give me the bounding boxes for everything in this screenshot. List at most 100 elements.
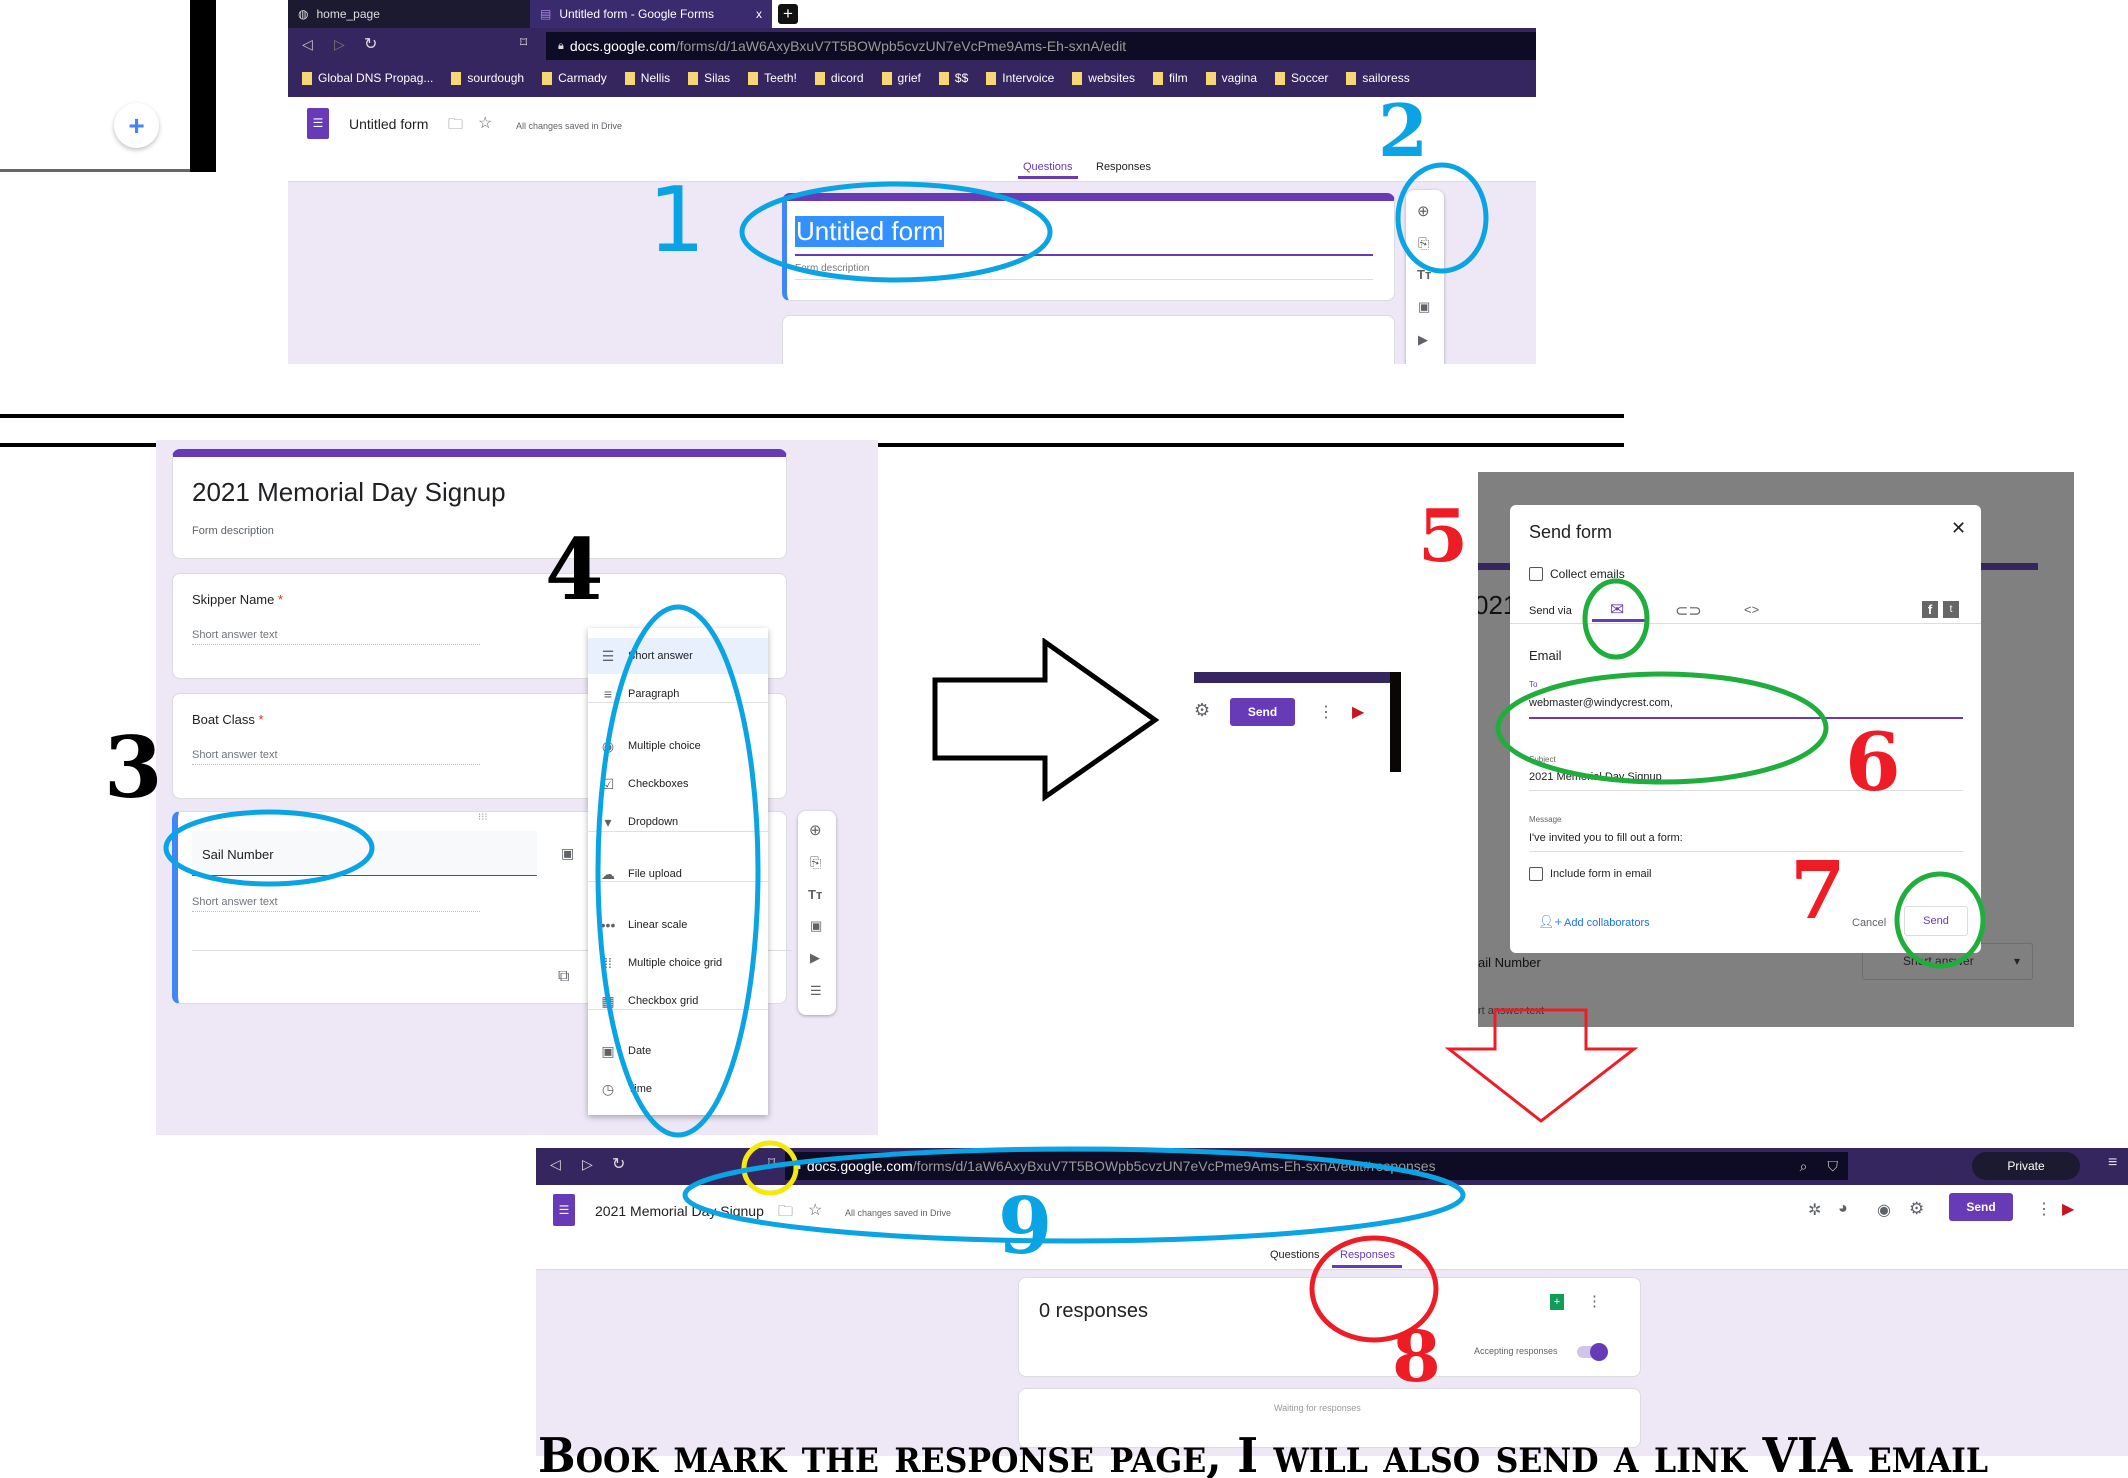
bookmark-icon[interactable]: ⌑: [520, 34, 528, 50]
add-image-icon[interactable]: ▣: [810, 918, 823, 933]
form-title[interactable]: 2021 Memorial Day Signup: [192, 477, 506, 507]
add-title-icon[interactable]: Tт: [808, 887, 823, 902]
settings-icon[interactable]: ⚙: [1909, 1199, 1925, 1218]
add-image-icon[interactable]: ▣: [1418, 299, 1431, 314]
bookmark-icon[interactable]: ⌑: [768, 1154, 776, 1170]
bookmark-item[interactable]: Global DNS Propag...: [302, 71, 433, 85]
bookmark-item[interactable]: dicord: [814, 71, 864, 85]
menu-item-checkboxes[interactable]: ☑Checkboxes: [588, 766, 768, 802]
menu-item-paragraph[interactable]: ≡Paragraph: [588, 676, 768, 712]
add-title-icon[interactable]: Tт: [1417, 267, 1432, 282]
import-questions-icon[interactable]: ⎘: [810, 854, 822, 870]
menu-item-date[interactable]: ▣Date: [588, 1033, 768, 1069]
menu-item-multiple-choice-grid[interactable]: ⁞⁞Multiple choice grid: [588, 945, 768, 981]
star-icon[interactable]: ☆: [808, 1202, 823, 1219]
collect-emails-checkbox[interactable]: [1529, 567, 1543, 581]
doc-title[interactable]: 2021 Memorial Day Signup: [595, 1203, 764, 1219]
drag-handle-icon[interactable]: ⁝⁝⁝: [478, 812, 488, 823]
to-input[interactable]: webmaster@windycrest.com,: [1529, 697, 1673, 709]
add-video-icon[interactable]: ▶: [810, 950, 820, 965]
reload-icon[interactable]: ↻: [364, 36, 378, 53]
folder-icon[interactable]: 🗀: [448, 116, 464, 133]
tab-responses[interactable]: Responses: [1096, 161, 1152, 173]
folder-icon[interactable]: 🗀: [778, 1203, 794, 1220]
brave-shield-icon[interactable]: ⛉: [1827, 1157, 1839, 1174]
include-form-checkbox[interactable]: [1529, 867, 1543, 881]
forward-icon[interactable]: ▷: [582, 1156, 593, 1172]
tab-home-page[interactable]: ◍home_page: [288, 0, 530, 28]
form-title-input[interactable]: Untitled form: [795, 216, 945, 247]
tab-questions[interactable]: Questions: [1270, 1249, 1320, 1261]
menu-item-linear-scale[interactable]: •••Linear scale: [588, 907, 768, 943]
question-title-input[interactable]: Sail Number: [192, 831, 537, 876]
message-input[interactable]: I've invited you to fill out a form:: [1529, 832, 1683, 844]
doc-title[interactable]: Untitled form: [349, 116, 429, 132]
twitter-icon[interactable]: t: [1943, 601, 1959, 618]
back-icon[interactable]: ◁: [302, 36, 313, 52]
bookmark-item[interactable]: sailoress: [1346, 71, 1410, 85]
browser-menu-icon[interactable]: ≡: [2108, 1154, 2118, 1171]
bookmark-item[interactable]: Nellis: [624, 71, 670, 85]
cancel-button[interactable]: Cancel: [1852, 917, 1887, 929]
accepting-responses-toggle[interactable]: [1577, 1343, 1608, 1361]
tab-responses[interactable]: Responses: [1340, 1249, 1396, 1261]
address-bar[interactable]: 🔒︎ docs.google.com/forms/d/1aW6AxyBxuV7T…: [546, 32, 1536, 60]
subject-input[interactable]: 2021 Memorial Day Signup: [1529, 771, 1662, 783]
bookmark-item[interactable]: film: [1152, 71, 1188, 85]
close-icon[interactable]: ✕: [1951, 518, 1967, 538]
add-fab[interactable]: +: [114, 103, 159, 148]
address-bar[interactable]: 🔒︎ docs.google.com/forms/d/1aW6AxyBxuV7T…: [785, 1152, 1848, 1180]
image-icon[interactable]: ▣: [561, 845, 575, 861]
form-description[interactable]: Form description: [192, 525, 274, 537]
more-options-icon[interactable]: ⋮: [1587, 1293, 1602, 1310]
bookmark-item[interactable]: Silas: [688, 71, 730, 85]
preview-eye-icon[interactable]: ◉: [1877, 1202, 1891, 1219]
duplicate-icon[interactable]: ⧉: [558, 968, 570, 985]
add-question-icon[interactable]: ⊕: [1417, 203, 1430, 220]
menu-item-dropdown[interactable]: ▾Dropdown: [588, 804, 768, 840]
flag-avatar-icon[interactable]: ▶: [2062, 1201, 2075, 1218]
send-button[interactable]: Send: [1949, 1193, 2013, 1221]
addons-icon[interactable]: ✲: [1808, 1202, 1822, 1219]
send-button[interactable]: Send: [1230, 698, 1295, 726]
facebook-icon[interactable]: f: [1922, 601, 1938, 618]
more-options-icon[interactable]: ⋮: [1318, 704, 1334, 721]
palette-icon[interactable]: ◕: [1838, 1200, 1848, 1217]
forward-icon[interactable]: ▷: [334, 36, 345, 52]
menu-item-time[interactable]: ◷Time: [588, 1071, 768, 1107]
email-icon[interactable]: ✉: [1610, 600, 1625, 619]
bookmark-item[interactable]: grief: [881, 71, 921, 85]
import-questions-icon[interactable]: ⎘: [1418, 235, 1430, 251]
reload-icon[interactable]: ↻: [612, 1156, 626, 1173]
menu-item-short-answer[interactable]: ☰Short answer: [588, 638, 768, 674]
menu-item-multiple-choice[interactable]: ◉Multiple choice: [588, 728, 768, 764]
bookmark-item[interactable]: websites: [1072, 71, 1135, 85]
link-icon[interactable]: ⊂⊃: [1675, 603, 1702, 620]
add-collaborators-link[interactable]: Add collaborators: [1564, 917, 1650, 929]
bookmark-item[interactable]: Soccer: [1275, 71, 1328, 85]
form-description-input[interactable]: Form description: [795, 263, 870, 274]
embed-icon[interactable]: <>: [1744, 602, 1760, 617]
sheets-icon[interactable]: +: [1550, 1294, 1564, 1310]
bookmark-item[interactable]: Intervoice: [986, 71, 1054, 85]
new-tab-button[interactable]: +: [778, 4, 798, 24]
bookmark-item[interactable]: Teeth!: [748, 71, 797, 85]
star-icon[interactable]: ☆: [478, 115, 493, 132]
add-video-icon[interactable]: ▶: [1418, 332, 1428, 347]
tab-questions[interactable]: Questions: [1023, 161, 1073, 173]
flag-avatar-icon[interactable]: ▶: [1352, 704, 1365, 721]
tab-untitled-form[interactable]: ▤Untitled form - Google Forms x: [530, 0, 772, 28]
add-section-icon[interactable]: ☰: [810, 983, 822, 998]
bookmark-item[interactable]: $$: [938, 71, 968, 85]
bookmark-item[interactable]: Carmady: [542, 71, 607, 85]
add-question-icon[interactable]: ⊕: [809, 822, 822, 839]
more-options-icon[interactable]: ⋮: [2036, 1201, 2052, 1218]
send-button[interactable]: Send: [1904, 906, 1968, 936]
settings-icon[interactable]: ⚙: [1194, 700, 1211, 720]
bookmark-item[interactable]: vagina: [1205, 71, 1257, 85]
menu-item-file-upload[interactable]: ☁File upload: [588, 856, 768, 892]
close-tab-icon[interactable]: x: [756, 7, 762, 21]
bookmark-item[interactable]: sourdough: [451, 71, 524, 85]
menu-item-checkbox-grid[interactable]: ▦Checkbox grid: [588, 983, 768, 1019]
zoom-icon[interactable]: ⌕: [1799, 1157, 1808, 1174]
